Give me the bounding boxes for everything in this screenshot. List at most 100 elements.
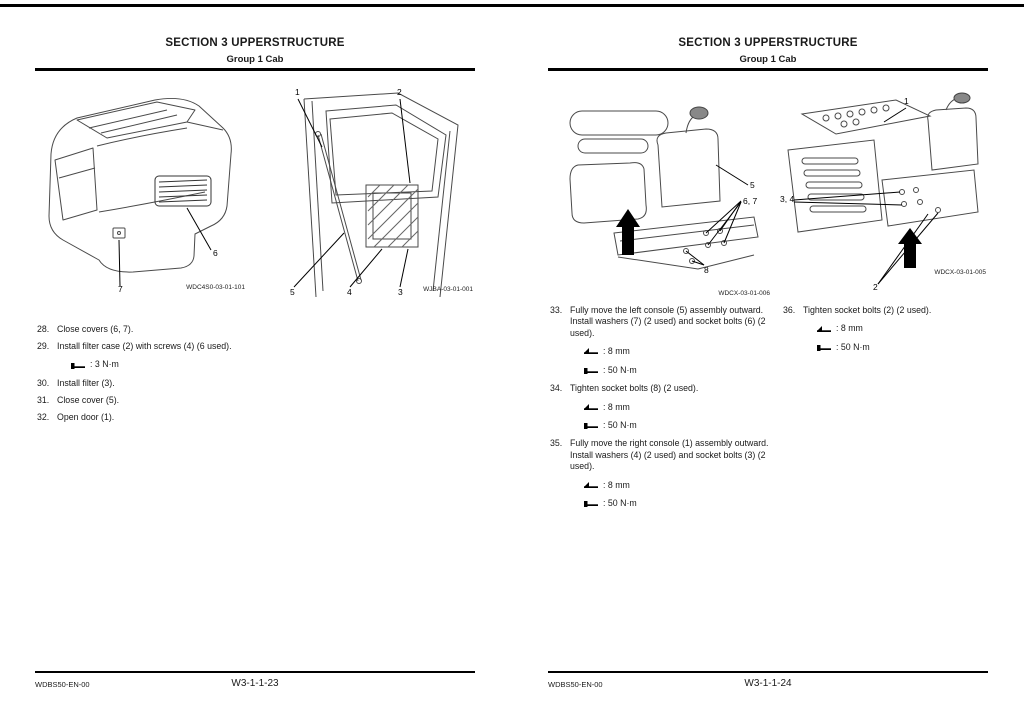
step-list-right-column: 36. Tighten socket bolts (2) (2 used). :… bbox=[783, 305, 983, 360]
figure-cab-door-filter: 1 2 5 4 3 WJBA-03-01-001 bbox=[270, 85, 475, 300]
section-title: SECTION 3 UPPERSTRUCTURE bbox=[165, 37, 345, 49]
step-list: 28. Close covers (6, 7). 29. Install fil… bbox=[37, 324, 367, 429]
spec-hex-size: : 8 mm bbox=[584, 346, 778, 357]
step-36: 36. Tighten socket bolts (2) (2 used). bbox=[783, 305, 983, 316]
hex-wrench-icon bbox=[817, 325, 831, 334]
step-34: 34. Tighten socket bolts (8) (2 used). bbox=[550, 383, 778, 394]
up-arrow-icon bbox=[616, 209, 640, 255]
figure-code: WJBA-03-01-001 bbox=[423, 286, 473, 293]
step-28: 28. Close covers (6, 7). bbox=[37, 324, 367, 335]
spec-hex-size: : 8 mm bbox=[817, 323, 983, 334]
callout-2: 2 bbox=[397, 87, 402, 97]
step-text: Fully move the left console (5) assembly… bbox=[570, 305, 766, 338]
spec-torque: : 50 N·m bbox=[584, 498, 778, 509]
page-number: W3-1-1-23 bbox=[231, 678, 279, 689]
page-header: SECTION 3 UPPERSTRUCTURE Group 1 Cab bbox=[548, 37, 988, 65]
spec-label: : 8 mm bbox=[603, 479, 630, 490]
figure-right-console: 1 3, 4 2 WDCX-03-01-005 bbox=[778, 92, 988, 292]
callout-7: 7 bbox=[118, 284, 123, 294]
step-text: Install filter case (2) with screws (4) … bbox=[57, 340, 232, 351]
torque-wrench-icon bbox=[817, 343, 831, 352]
step-text: Fully move the right console (1) assembl… bbox=[570, 438, 769, 472]
hex-wrench-icon bbox=[584, 347, 598, 356]
callout-4: 4 bbox=[347, 287, 352, 297]
torque-wrench-icon bbox=[584, 499, 598, 508]
cab-door-filter-illustration bbox=[293, 92, 459, 298]
figure-code: WDC4S0-03-01-101 bbox=[186, 284, 245, 291]
spec-hex-size: : 8 mm bbox=[584, 480, 778, 491]
callout-6-7: 6, 7 bbox=[743, 196, 758, 206]
figure-excavator-rear: 6 7 WDC4S0-03-01-101 bbox=[37, 88, 249, 298]
step-33: 33. Fully move the left console (5) asse… bbox=[550, 305, 778, 339]
step-29: 29. Install filter case (2) with screws … bbox=[37, 341, 367, 352]
page-header: SECTION 3 UPPERSTRUCTURE Group 1 Cab bbox=[35, 37, 475, 65]
hex-wrench-icon bbox=[584, 481, 598, 490]
group-title: Group 1 Cab bbox=[739, 54, 797, 65]
callout-1: 1 bbox=[295, 87, 300, 97]
header-rule bbox=[548, 68, 988, 71]
spec-label: : 50 N·m bbox=[603, 364, 637, 375]
spec-label: : 50 N·m bbox=[603, 498, 637, 509]
page-left: SECTION 3 UPPERSTRUCTURE Group 1 Cab bbox=[35, 0, 475, 724]
spec-hex-size: : 8 mm bbox=[584, 402, 778, 413]
spec-label: : 50 N·m bbox=[836, 341, 870, 352]
step-number: 31. bbox=[37, 394, 50, 405]
torque-wrench-icon bbox=[584, 421, 598, 430]
left-console-illustration bbox=[569, 106, 759, 270]
spec-torque: : 50 N·m bbox=[584, 365, 778, 376]
figure-left-console: 5 6, 7 8 WDCX-03-01-006 bbox=[558, 105, 776, 305]
callout-6: 6 bbox=[213, 248, 218, 258]
up-arrow-icon bbox=[898, 228, 922, 268]
spec-torque: : 3 N·m bbox=[71, 359, 367, 370]
spec-label: : 8 mm bbox=[836, 323, 863, 334]
step-number: 29. bbox=[37, 340, 50, 351]
step-text: Close covers (6, 7). bbox=[57, 324, 134, 334]
callout-3-4: 3, 4 bbox=[780, 194, 795, 204]
callout-8: 8 bbox=[704, 265, 709, 275]
section-title: SECTION 3 UPPERSTRUCTURE bbox=[678, 37, 858, 49]
figure-code: WDCX-03-01-006 bbox=[718, 290, 770, 297]
step-text: Tighten socket bolts (8) (2 used). bbox=[570, 383, 699, 394]
callout-5: 5 bbox=[750, 180, 755, 190]
step-32: 32. Open door (1). bbox=[37, 412, 367, 423]
step-text: Open door (1). bbox=[57, 411, 115, 422]
step-list-left-column: 33. Fully move the left console (5) asse… bbox=[550, 305, 778, 516]
spec-torque: : 50 N·m bbox=[584, 420, 778, 431]
step-number: 30. bbox=[37, 377, 50, 388]
spec-label: : 3 N·m bbox=[90, 359, 119, 370]
step-number: 28. bbox=[37, 324, 50, 334]
torque-wrench-icon bbox=[584, 366, 598, 375]
step-text: Tighten socket bolts (2) (2 used). bbox=[803, 305, 932, 315]
hex-wrench-icon bbox=[584, 403, 598, 412]
figure-code: WDCX-03-01-005 bbox=[934, 269, 986, 276]
step-number: 35. bbox=[550, 438, 563, 449]
step-number: 34. bbox=[550, 383, 563, 394]
step-text: Install filter (3). bbox=[57, 377, 115, 388]
doc-number: WDBS50-EN-00 bbox=[35, 680, 90, 689]
header-rule bbox=[35, 68, 475, 71]
excavator-rear-illustration bbox=[48, 98, 232, 287]
right-console-illustration bbox=[787, 92, 979, 285]
step-number: 32. bbox=[37, 411, 50, 422]
callout-3: 3 bbox=[398, 287, 403, 297]
callout-1: 1 bbox=[904, 96, 909, 106]
step-35: 35. Fully move the right console (1) ass… bbox=[550, 438, 778, 472]
spec-label: : 8 mm bbox=[603, 401, 630, 412]
page-right: SECTION 3 UPPERSTRUCTURE Group 1 Cab bbox=[548, 0, 988, 724]
step-number: 36. bbox=[783, 305, 796, 315]
page-number: W3-1-1-24 bbox=[744, 678, 792, 689]
doc-number: WDBS50-EN-00 bbox=[548, 680, 603, 689]
step-text: Close cover (5). bbox=[57, 394, 120, 405]
footer-rule bbox=[548, 671, 988, 673]
spec-torque: : 50 N·m bbox=[817, 342, 983, 353]
step-30: 30. Install filter (3). bbox=[37, 378, 367, 389]
footer-rule bbox=[35, 671, 475, 673]
top-rule bbox=[0, 4, 1024, 7]
step-31: 31. Close cover (5). bbox=[37, 395, 367, 406]
callout-2: 2 bbox=[873, 282, 878, 292]
spec-label: : 50 N·m bbox=[603, 419, 637, 430]
spec-label: : 8 mm bbox=[603, 346, 630, 357]
step-number: 33. bbox=[550, 305, 563, 315]
group-title: Group 1 Cab bbox=[226, 54, 284, 65]
